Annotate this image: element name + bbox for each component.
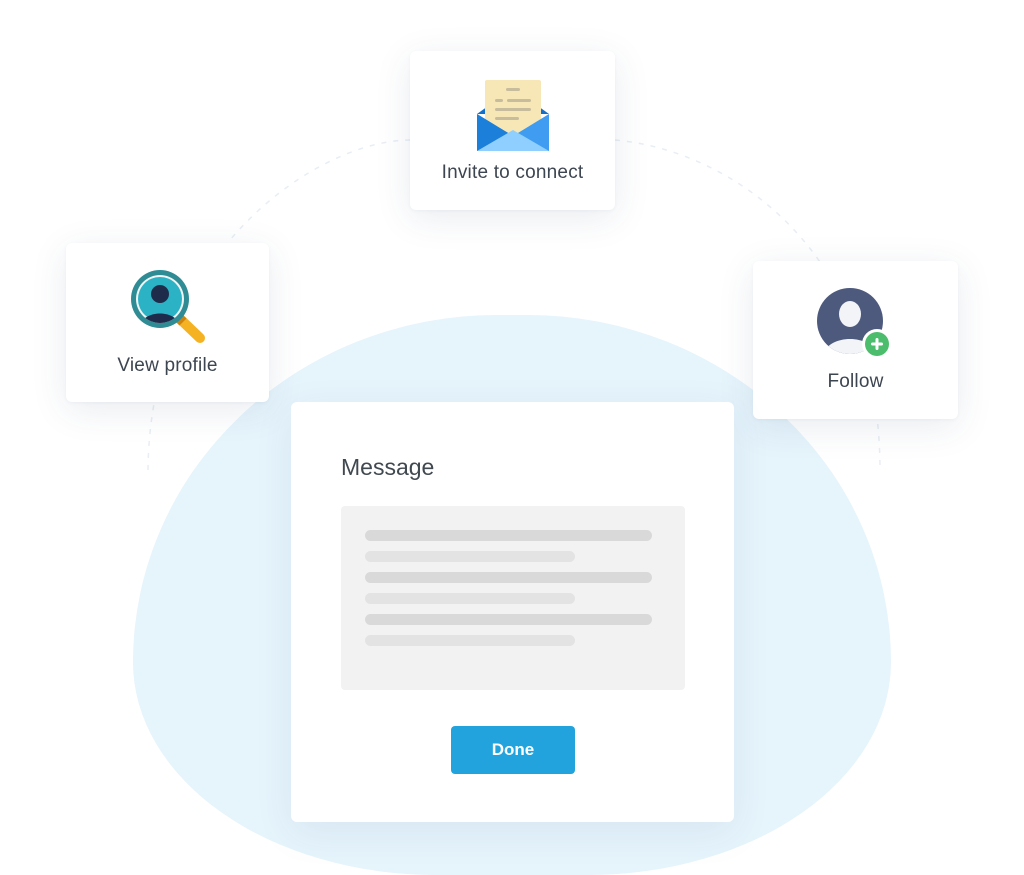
avatar-plus-icon	[816, 288, 892, 359]
follow-card[interactable]: Follow	[753, 261, 958, 419]
view-profile-label: View profile	[117, 354, 218, 376]
text-placeholder-line	[365, 530, 652, 541]
text-placeholder-line	[365, 551, 575, 562]
invite-to-connect-label: Invite to connect	[441, 161, 584, 183]
magnifier-profile-icon	[130, 269, 205, 343]
invite-to-connect-card[interactable]: Invite to connect	[410, 51, 615, 210]
follow-label: Follow	[827, 371, 884, 392]
envelope-letter-icon	[476, 79, 549, 151]
message-panel: Message Done	[291, 402, 734, 822]
message-title: Message	[341, 454, 435, 480]
message-text-area[interactable]	[341, 506, 685, 690]
text-placeholder-line	[365, 593, 575, 604]
text-placeholder-line	[365, 572, 652, 583]
text-placeholder-line	[365, 614, 652, 625]
text-placeholder-line	[365, 635, 575, 646]
view-profile-card[interactable]: View profile	[66, 243, 269, 402]
done-button[interactable]: Done	[451, 726, 575, 774]
